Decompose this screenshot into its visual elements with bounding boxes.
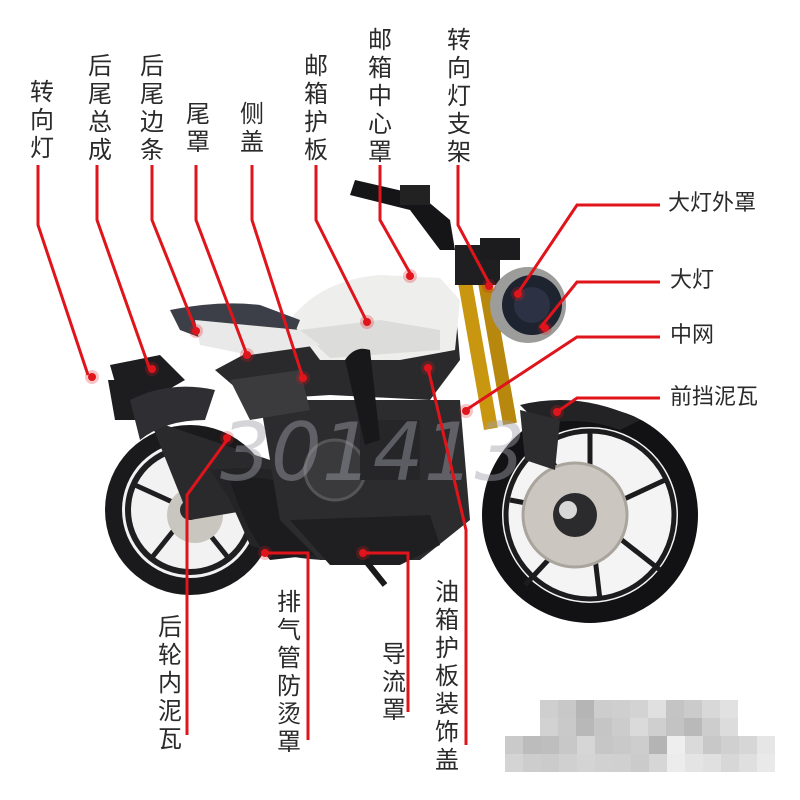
label-center-grille: 中网 [670, 323, 715, 348]
label-headlight: 大灯 [670, 268, 715, 293]
label-turn-signal-bracket: 转向灯支架 [447, 26, 471, 166]
label-tank-center-cover: 邮箱中心罩 [368, 26, 392, 166]
label-side-cover: 侧盖 [240, 100, 264, 156]
label-rear-tail-assembly: 后尾总成 [88, 52, 112, 164]
label-rear-inner-fender: 后轮内泥瓦 [158, 613, 182, 753]
label-air-deflector: 导流罩 [382, 640, 406, 724]
label-tank-guard-panel: 邮箱护板 [304, 52, 328, 164]
marker-dots [85, 269, 564, 560]
label-headlight-shroud: 大灯外罩 [668, 191, 757, 216]
label-exhaust-heat-shield: 排气管防烫罩 [277, 588, 301, 756]
label-rear-tail-trim: 后尾边条 [140, 52, 164, 164]
watermark: 301413 [220, 406, 525, 499]
label-turn-signal: 转向灯 [30, 78, 54, 162]
label-tank-guard-trim-cover: 油箱护板装饰盖 [435, 578, 459, 774]
label-tail-cover: 尾罩 [186, 100, 210, 156]
label-front-fender: 前挡泥瓦 [670, 385, 759, 410]
leader-lines [36, 165, 660, 745]
